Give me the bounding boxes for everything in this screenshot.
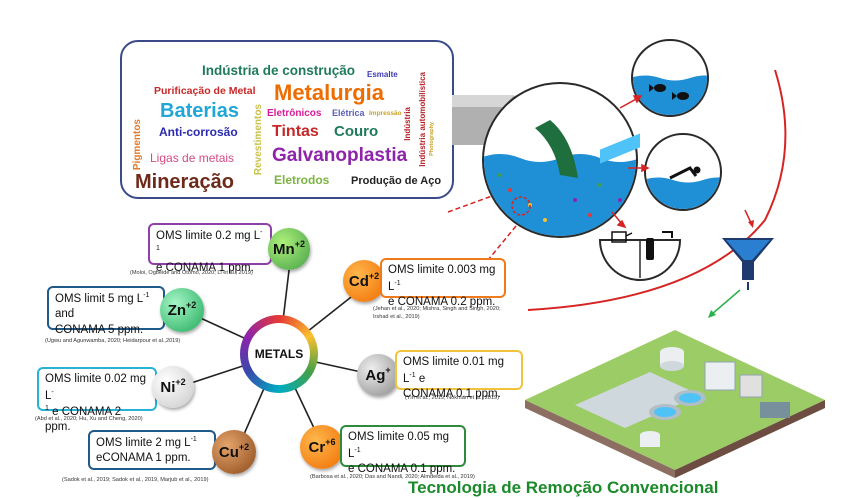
mn-charge: +2 <box>294 239 305 249</box>
ag-limit-line1: OMS limite 0.01 mg L <box>403 356 504 385</box>
mn-limit-sup: -1 <box>156 229 263 253</box>
word-couro: Couro <box>334 123 379 140</box>
usage-icons-circle <box>598 231 682 281</box>
word-galvanoplastia: Galvanoplastia <box>272 145 408 166</box>
ag-limit-box: OMS limite 0.01 mg L-1 e CONAMA 0.1 ppm. <box>395 350 523 400</box>
mn-limit-box: OMS limite 0.2 mg L-1 e CONAMA 1 ppm. <box>148 223 272 274</box>
cr-limit-line2: e CONAMA 0.1 ppm. <box>348 462 456 475</box>
word-mineracao: Mineração <box>135 171 234 193</box>
conventional-removal-title: Tecnologia de Remoção Convencional <box>408 478 719 497</box>
ni-ball: Ni+2 <box>152 366 194 408</box>
ni-limit-line2: e CONAMA 2 ppm. <box>45 405 122 434</box>
word-eletronicos: Eletrônicos <box>267 108 322 119</box>
cu-ball: Cu+2 <box>212 430 256 474</box>
cd-symbol: Cd <box>348 272 369 290</box>
ag-charge: + <box>385 365 391 375</box>
zn-limit-sup: -1 <box>143 292 150 299</box>
word-eletrica: Elétrica <box>332 108 365 118</box>
cd-limit-sup: -1 <box>394 279 401 287</box>
cd-ball: Cd+2 <box>343 260 385 302</box>
ni-limit-sup: - <box>51 388 54 396</box>
cu-symbol: Cu <box>218 443 239 461</box>
word-ligas-metais: Ligas de metais <box>150 151 235 165</box>
cd-reference-2: Irshad et al., 2019) <box>373 314 420 320</box>
cu-reference: (Sadok et al., 2019; Sadok et al., 2019,… <box>62 477 209 483</box>
word-purificacao-metal: Purificação de Metal <box>154 85 256 97</box>
word-esmalte: Esmalte <box>367 70 398 79</box>
mn-ball: Mn+2 <box>268 228 310 270</box>
word-metalurgia: Metalurgia <box>274 80 385 105</box>
zn-ball: Zn+2 <box>160 288 204 332</box>
red-arrows <box>611 95 650 229</box>
word-producao-aco: Produção de Aço <box>351 175 442 187</box>
mn-symbol: Mn <box>273 240 295 258</box>
green-arrow <box>708 289 741 318</box>
cu-limit-box: OMS limite 2 mg L-1 eCONAMA 1 ppm. <box>88 430 216 470</box>
metals-hub-label: METALS <box>248 323 310 385</box>
cr-limit-box: OMS limite 0.05 mg L-1 e CONAMA 0.1 ppm. <box>340 425 466 475</box>
mn-limit-line1: OMS limite 0.2 mg L <box>156 229 261 242</box>
ni-charge: +2 <box>175 377 186 387</box>
cd-limit-line1: OMS limite 0.003 mg L <box>388 264 496 293</box>
ni-symbol: Ni <box>160 378 176 396</box>
zn-limit-box: OMS limit 5 mg L-1 and CONAMA 5 ppm. <box>47 286 165 336</box>
mn-reference: (Moloi, Ogbeide and Otomo, 2020; Li et a… <box>130 270 253 276</box>
filter-funnel <box>722 238 774 290</box>
ag-ball: Ag+ <box>357 354 399 396</box>
ag-symbol: Ag <box>365 366 386 384</box>
zn-limit-line1: OMS limit 5 mg L <box>55 292 144 305</box>
word-eletrodos: Eletrodos <box>274 173 330 187</box>
zn-limit-tail: and <box>55 308 75 321</box>
zn-limit-line2: CONAMA 5 ppm. <box>55 323 144 336</box>
polluted-water-circle <box>482 82 638 238</box>
ag-limit-sup: -1 <box>409 371 416 379</box>
zn-charge: +2 <box>186 300 197 310</box>
word-anti-corrosao: Anti-corrosão <box>159 125 238 139</box>
cr-limit-sup: -1 <box>354 446 361 454</box>
word-tintas: Tintas <box>272 123 319 140</box>
ni-limit-box: OMS limite 0.02 mg L- 1 e CONAMA 2 ppm. <box>37 367 157 433</box>
cd-limit-box: OMS limite 0.003 mg L-1 e CONAMA 0.2 ppm… <box>380 258 506 308</box>
word-industria-construcao: Indústria de construção <box>202 63 356 78</box>
ag-limit-line2: CONAMA 0.1 ppm. <box>403 387 501 400</box>
industry-word-cloud: Indústria de construção Esmalte Purifica… <box>120 40 454 199</box>
cd-charge: +2 <box>368 271 380 281</box>
cu-limit-line2: eCONAMA 1 ppm. <box>96 452 191 465</box>
cr-reference: (Barbosa et al., 2020; Das and Nandi, 20… <box>310 474 475 480</box>
ni-limit-line1: OMS limite 0.02 mg L <box>45 373 146 402</box>
word-baterias: Baterias <box>160 100 239 122</box>
ni-reference: (Abd et al., 2020; Hu, Xu and Cheng, 202… <box>35 416 143 422</box>
treatment-plant-illustration <box>525 133 825 478</box>
cu-limit-sup: -1 <box>190 436 197 443</box>
cu-charge: +2 <box>238 442 250 452</box>
cr-symbol: Cr <box>308 438 326 456</box>
zn-reference: (Ugwu and Agunwamba, 2020; Heidarpour et… <box>45 338 181 344</box>
mn-limit-line2: e CONAMA 1 ppm. <box>156 261 254 274</box>
cr-ball: Cr+6 <box>300 425 344 469</box>
cr-limit-line1: OMS limite 0.05 mg L <box>348 431 449 460</box>
ni-limit-sup2: 1 <box>45 404 49 412</box>
cr-charge: +6 <box>325 437 336 447</box>
cu-limit-line1: OMS limite 2 mg L <box>96 436 191 449</box>
word-impressao: Impressão <box>369 110 402 117</box>
red-flow-arc <box>527 69 787 311</box>
cd-limit-line2: e CONAMA 0.2 ppm. <box>388 295 496 308</box>
ag-reference: (Yin et al., 2019; Nokman et al., 2019) <box>405 395 500 401</box>
metals-hub: METALS <box>240 315 318 393</box>
zn-symbol: Zn <box>167 301 187 319</box>
cd-reference-1: (Jehan et al., 2020; Mishra, Singh and S… <box>373 306 501 312</box>
ag-limit-tail: e <box>415 372 426 385</box>
